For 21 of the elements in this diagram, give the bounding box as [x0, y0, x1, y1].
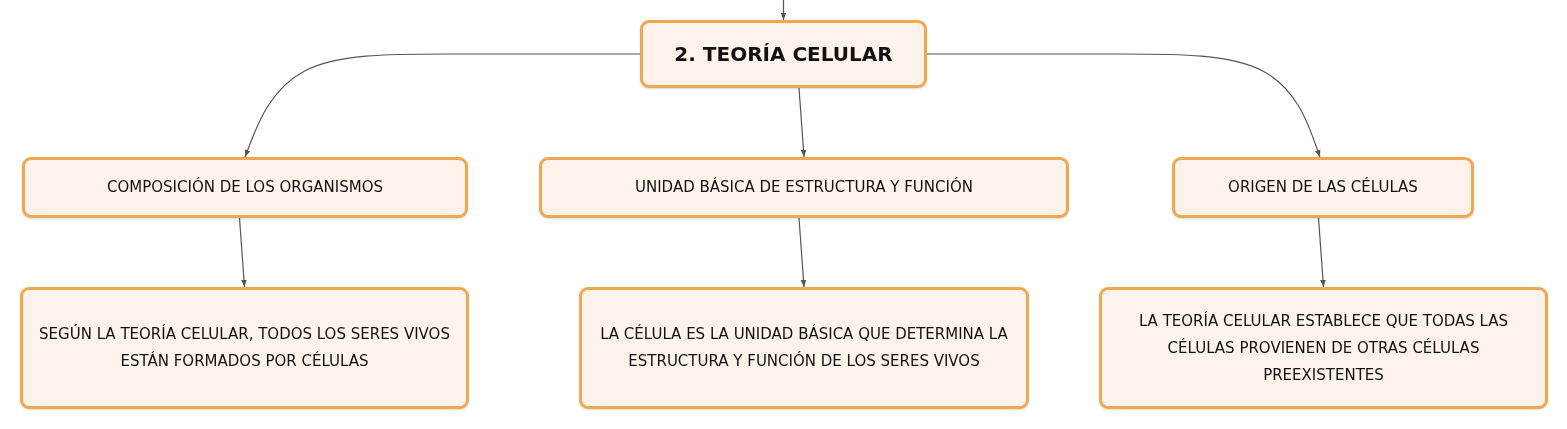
concept-box — [20, 287, 469, 409]
concept-text: LA TEORÍA CELULAR ESTABLECE QUE TODAS LAS CÉLULAS PROVIENEN DE OTRAS CÉLULAS PREEXISTENTES — [1137, 310, 1510, 386]
title-text: 2. TEORÍA CELULAR — [674, 40, 893, 68]
arrow — [798, 217, 807, 288]
arrow — [780, 0, 787, 21]
concept-box — [1172, 157, 1474, 218]
concept-box — [1099, 287, 1548, 409]
arrow — [798, 87, 807, 158]
concept-box — [22, 157, 468, 218]
arrow — [238, 217, 247, 288]
concept-box — [539, 157, 1069, 218]
arrow — [926, 53, 1321, 158]
concept-text: ORIGEN DE LAS CÉLULAS — [1228, 176, 1418, 198]
arrow — [244, 53, 641, 158]
concept-text: SEGÚN LA TEORÍA CELULAR, TODOS LOS SERES VIVOS ESTÁN FORMADOS POR CÉLULAS — [38, 323, 451, 372]
arrow — [1317, 217, 1326, 288]
concept-text: LA CÉLULA ES LA UNIDAD BÁSICA QUE DETERMINA LA ESTRUCTURA Y FUNCIÓN DE LOS SERES VIVOS — [599, 323, 1009, 372]
concept-text: COMPOSICIÓN DE LOS ORGANISMOS — [107, 176, 383, 198]
concept-box — [579, 287, 1029, 409]
concept-text: UNIDAD BÁSICA DE ESTRUCTURA Y FUNCIÓN — [635, 176, 973, 198]
concept-box — [640, 20, 927, 88]
